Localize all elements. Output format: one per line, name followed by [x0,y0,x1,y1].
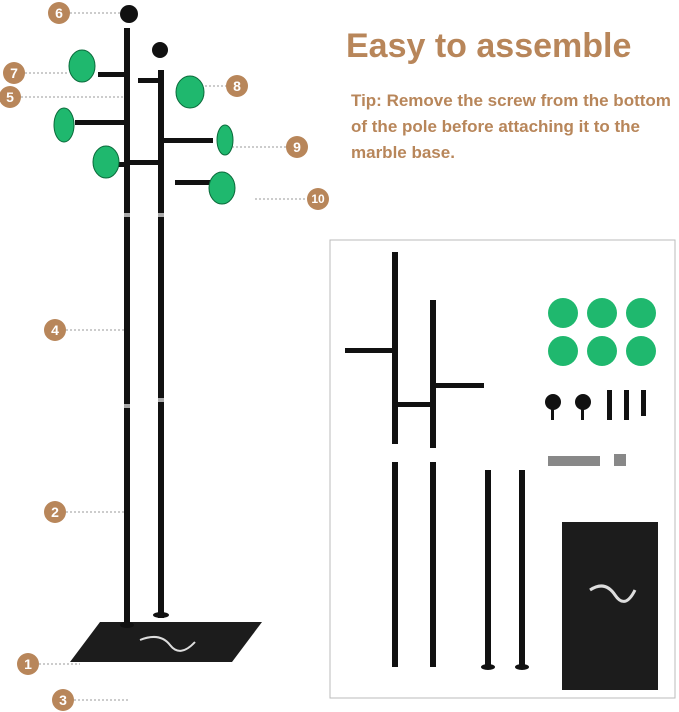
callout-6: 6 [48,2,70,24]
callout-3: 3 [52,689,74,711]
heading: Easy to assemble [346,27,632,65]
callout-9: 9 [286,136,308,158]
callout-7: 7 [3,62,25,84]
callout-2: 2 [44,501,66,523]
hook-discs [53,49,236,205]
callout-8: 8 [226,75,248,97]
callout-5: 5 [0,86,21,108]
callout-4: 4 [44,319,66,341]
callout-1: 1 [17,653,39,675]
leader-lines [21,12,307,701]
callout-10: 10 [307,188,329,210]
assembly-tip: Tip: Remove the screw from the bottom of… [351,91,671,162]
